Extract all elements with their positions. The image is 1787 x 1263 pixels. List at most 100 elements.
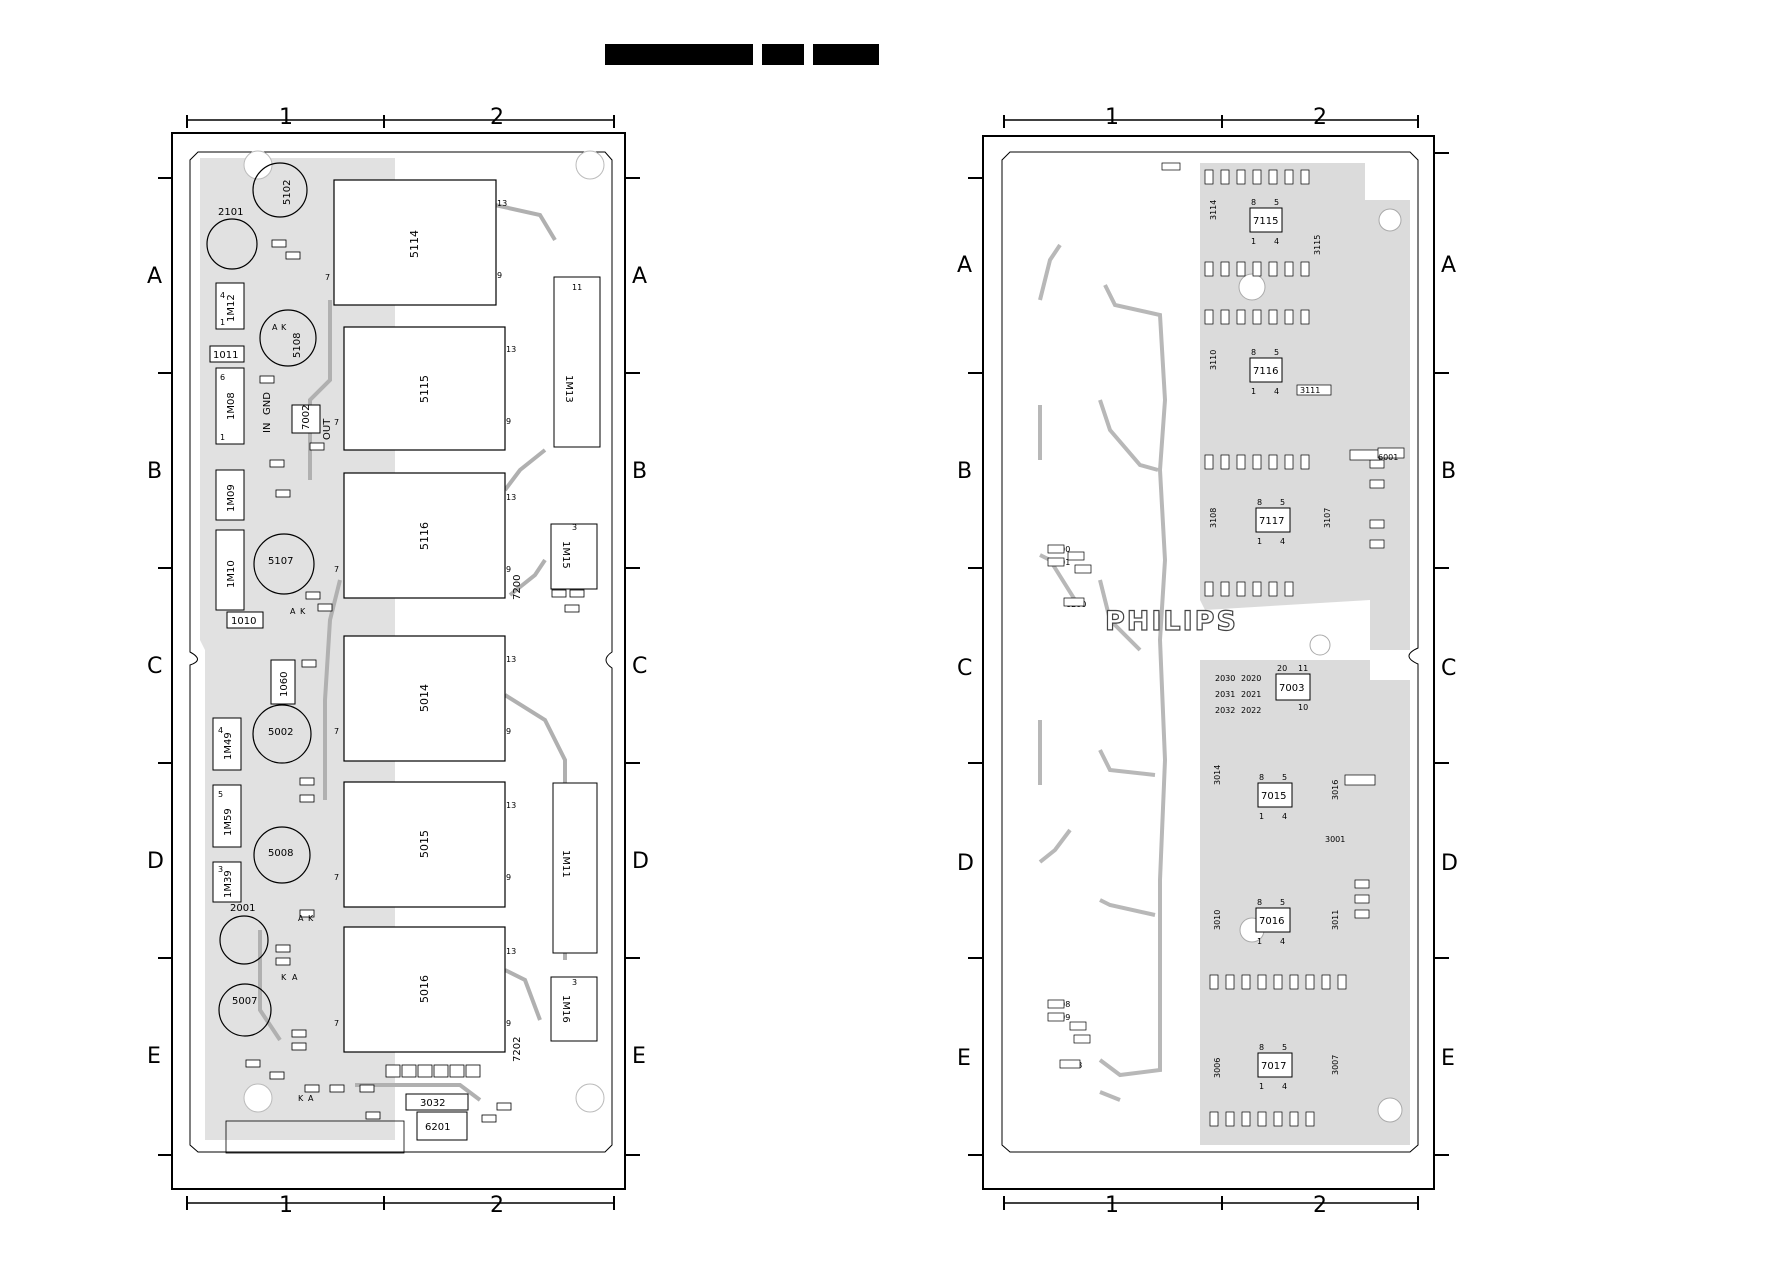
svg-text:7016: 7016: [1259, 916, 1284, 927]
svg-text:4: 4: [220, 291, 225, 300]
svg-text:7117: 7117: [1259, 516, 1284, 527]
left-col-label-bottom-2: 2: [490, 1193, 504, 1218]
connector-1m15: [550, 523, 598, 590]
svg-text:7015: 7015: [1261, 791, 1286, 802]
svg-text:8: 8: [1259, 773, 1264, 782]
svg-text:3: 3: [572, 978, 577, 987]
svg-text:5102: 5102: [282, 180, 293, 205]
svg-text:1M39: 1M39: [223, 870, 234, 898]
svg-text:13: 13: [497, 199, 507, 208]
svg-text:3001: 3001: [1325, 835, 1345, 844]
svg-text:6001: 6001: [1378, 453, 1398, 462]
svg-text:1M09: 1M09: [226, 484, 237, 512]
component-5114: [333, 179, 497, 306]
left-row-label-e-right: E: [632, 1044, 646, 1069]
coil-5102: [252, 162, 308, 218]
connector-1m11: [552, 782, 598, 954]
left-row-label-b-right: B: [632, 459, 647, 484]
svg-text:9: 9: [506, 565, 511, 574]
svg-text:1: 1: [1257, 537, 1262, 546]
svg-text:4: 4: [1280, 937, 1285, 946]
svg-text:OUT: OUT: [322, 418, 333, 440]
svg-text:5: 5: [1274, 198, 1279, 207]
ic-7115: [1249, 207, 1283, 233]
svg-text:2032: 2032: [1215, 706, 1235, 715]
svg-text:7200: 7200: [512, 575, 523, 600]
left-row-label-c-right: C: [632, 654, 647, 679]
svg-text:1: 1: [220, 433, 225, 442]
label-5016: 5016: [418, 975, 431, 1003]
svg-text:1: 1: [1259, 1082, 1264, 1091]
svg-text:1: 1: [1251, 237, 1256, 246]
svg-text:7002: 7002: [301, 405, 312, 430]
svg-text:3006: 3006: [1213, 1058, 1222, 1078]
coil-5107: [253, 533, 315, 595]
svg-text:K: K: [308, 914, 314, 923]
svg-text:4: 4: [1282, 1082, 1287, 1091]
svg-text:K: K: [300, 607, 306, 616]
svg-text:3114: 3114: [1209, 200, 1218, 220]
left-row-label-b: B: [147, 459, 162, 484]
svg-text:3: 3: [218, 865, 223, 874]
svg-text:K: K: [281, 973, 287, 982]
label-5015: 5015: [418, 830, 431, 858]
svg-text:1M11: 1M11: [560, 850, 571, 878]
svg-text:5007: 5007: [232, 996, 257, 1007]
svg-text:3115: 3115: [1313, 235, 1322, 255]
svg-text:6201: 6201: [425, 1122, 450, 1133]
header-bar-2: [762, 44, 804, 65]
connector-1m39: [212, 861, 242, 903]
header-bar-1: [605, 44, 753, 65]
svg-text:11: 11: [1298, 664, 1308, 673]
right-row-label-a: A: [957, 253, 972, 278]
ic-7117: [1255, 507, 1291, 533]
coil-5008: [253, 826, 311, 884]
resistor-3032: [405, 1093, 469, 1111]
ic-7002: [291, 404, 321, 434]
connector-1m49: [212, 717, 242, 771]
svg-text:8: 8: [1251, 198, 1256, 207]
svg-text:1: 1: [1259, 812, 1264, 821]
right-row-label-b-right: B: [1441, 459, 1456, 484]
svg-text:7: 7: [334, 565, 339, 574]
svg-text:8: 8: [1257, 898, 1262, 907]
connector-1m13: [553, 276, 601, 448]
svg-text:7202: 7202: [512, 1037, 523, 1062]
svg-text:7003: 7003: [1279, 683, 1304, 694]
svg-text:6: 6: [220, 373, 225, 382]
svg-text:K: K: [281, 323, 287, 332]
left-row-label-a: A: [147, 264, 162, 289]
left-row-label-e: E: [147, 1044, 161, 1069]
ic-7003: [1275, 673, 1311, 701]
label-5014: 5014: [418, 684, 431, 712]
svg-text:7: 7: [334, 727, 339, 736]
svg-text:2101: 2101: [218, 207, 243, 218]
connector-1m12: [215, 282, 245, 330]
svg-text:5: 5: [218, 790, 223, 799]
right-copper-lower: [1200, 660, 1410, 1145]
svg-text:5002: 5002: [268, 727, 293, 738]
right-row-label-d: D: [957, 851, 974, 876]
svg-text:A: A: [290, 607, 296, 616]
svg-text:1M12: 1M12: [226, 294, 237, 322]
left-row-label-d: D: [147, 849, 164, 874]
right-row-label-c: C: [957, 656, 972, 681]
diode-6201: [416, 1111, 468, 1141]
svg-text:9: 9: [506, 727, 511, 736]
svg-text:5: 5: [1274, 348, 1279, 357]
svg-text:1M59: 1M59: [223, 808, 234, 836]
svg-text:3011: 3011: [1331, 910, 1340, 930]
right-panel: 1 2 1 2 A B C D E A B C D E: [957, 105, 1458, 1218]
svg-text:9: 9: [497, 271, 502, 280]
svg-text:4: 4: [1274, 237, 1279, 246]
right-board-outline: [1001, 151, 1419, 1153]
svg-text:4: 4: [1282, 812, 1287, 821]
svg-text:7116: 7116: [1253, 366, 1278, 377]
svg-text:1M10: 1M10: [226, 560, 237, 588]
svg-text:2001: 2001: [230, 903, 255, 914]
svg-text:3107: 3107: [1323, 508, 1332, 528]
svg-text:8: 8: [1251, 348, 1256, 357]
connector-1m08: [215, 367, 245, 445]
connector-1m59: [212, 784, 242, 848]
svg-text:10: 10: [1298, 703, 1308, 712]
